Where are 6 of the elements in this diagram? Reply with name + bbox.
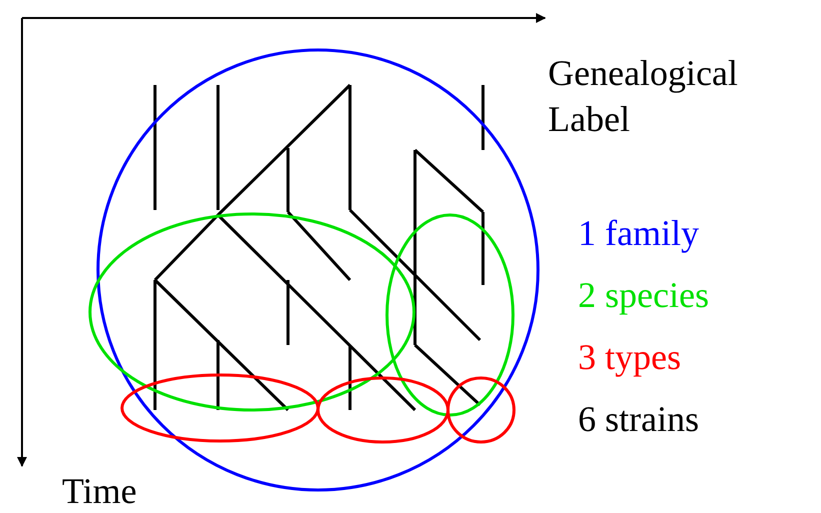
legend-entry: 6 strains <box>578 398 699 440</box>
legend-entry: 1 family <box>578 212 699 254</box>
legend-entry: 3 types <box>578 336 681 378</box>
axis-title: Genealogical Label <box>548 52 739 141</box>
legend-entry: 2 species <box>578 274 709 316</box>
axis-title: Time <box>62 470 137 512</box>
